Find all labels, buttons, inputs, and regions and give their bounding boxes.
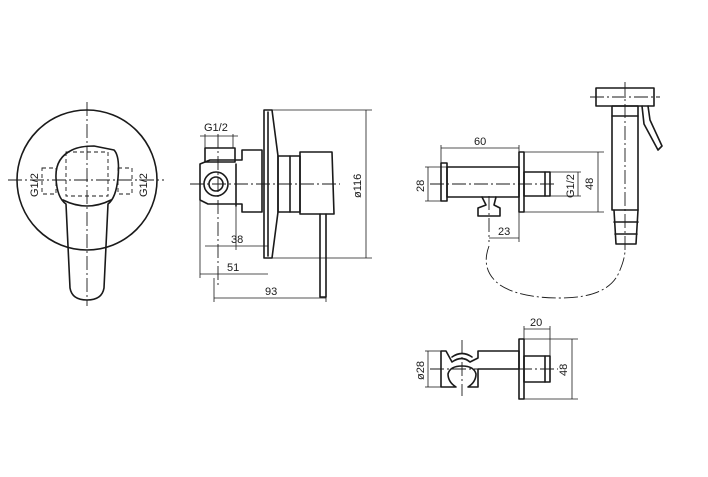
side-diameter-label: ø116 xyxy=(352,174,364,198)
front-hidden-body xyxy=(65,151,109,197)
shower-hose xyxy=(485,245,626,299)
front-lever-handle xyxy=(55,145,120,301)
holder-offset-23-label: 23 xyxy=(498,226,510,238)
front-thread-right-label: G1/2 xyxy=(138,173,150,197)
front-thread-left-label: G1/2 xyxy=(29,173,41,197)
holder-top-height-48-label: 48 xyxy=(558,364,570,376)
side-lever-block xyxy=(299,151,335,215)
holder-side-body xyxy=(446,166,520,198)
holder-side-view: 60 28 G1/2 48 23 xyxy=(415,136,604,242)
holder-top-cradle xyxy=(440,350,520,388)
side-view: G1/2 ø116 38 51 93 xyxy=(190,109,372,302)
front-hidden-right-port xyxy=(117,167,133,195)
holder-side-clip xyxy=(477,196,501,217)
holder-side-plate xyxy=(440,162,448,202)
holder-thread-label: G1/2 xyxy=(565,174,577,198)
holder-top-cradle-inner xyxy=(451,352,473,358)
side-thread-top-label: G1/2 xyxy=(204,122,228,134)
side-depth-38-label: 38 xyxy=(231,234,243,246)
side-lever xyxy=(319,213,327,298)
front-view: G1/2 G1/2 xyxy=(8,102,164,306)
side-total-93-label: 93 xyxy=(265,286,277,298)
holder-length-60-label: 60 xyxy=(474,136,486,148)
side-depth-51-label: 51 xyxy=(227,262,239,274)
front-hidden-left-port xyxy=(41,167,57,195)
holder-height-28-label: 28 xyxy=(415,180,427,192)
front-lever-inner-line xyxy=(62,199,112,207)
holder-top-width-20-label: 20 xyxy=(530,317,542,329)
spray-head xyxy=(485,82,663,299)
spray-hose-connector xyxy=(613,209,639,245)
spray-trigger xyxy=(641,105,663,151)
side-valve-body xyxy=(199,149,263,213)
holder-top-view: 20 ø28 48 xyxy=(415,317,578,400)
side-top-inlet xyxy=(204,147,236,163)
holder-height-48-label: 48 xyxy=(584,178,596,190)
holder-top-diameter-28-label: ø28 xyxy=(415,361,427,380)
